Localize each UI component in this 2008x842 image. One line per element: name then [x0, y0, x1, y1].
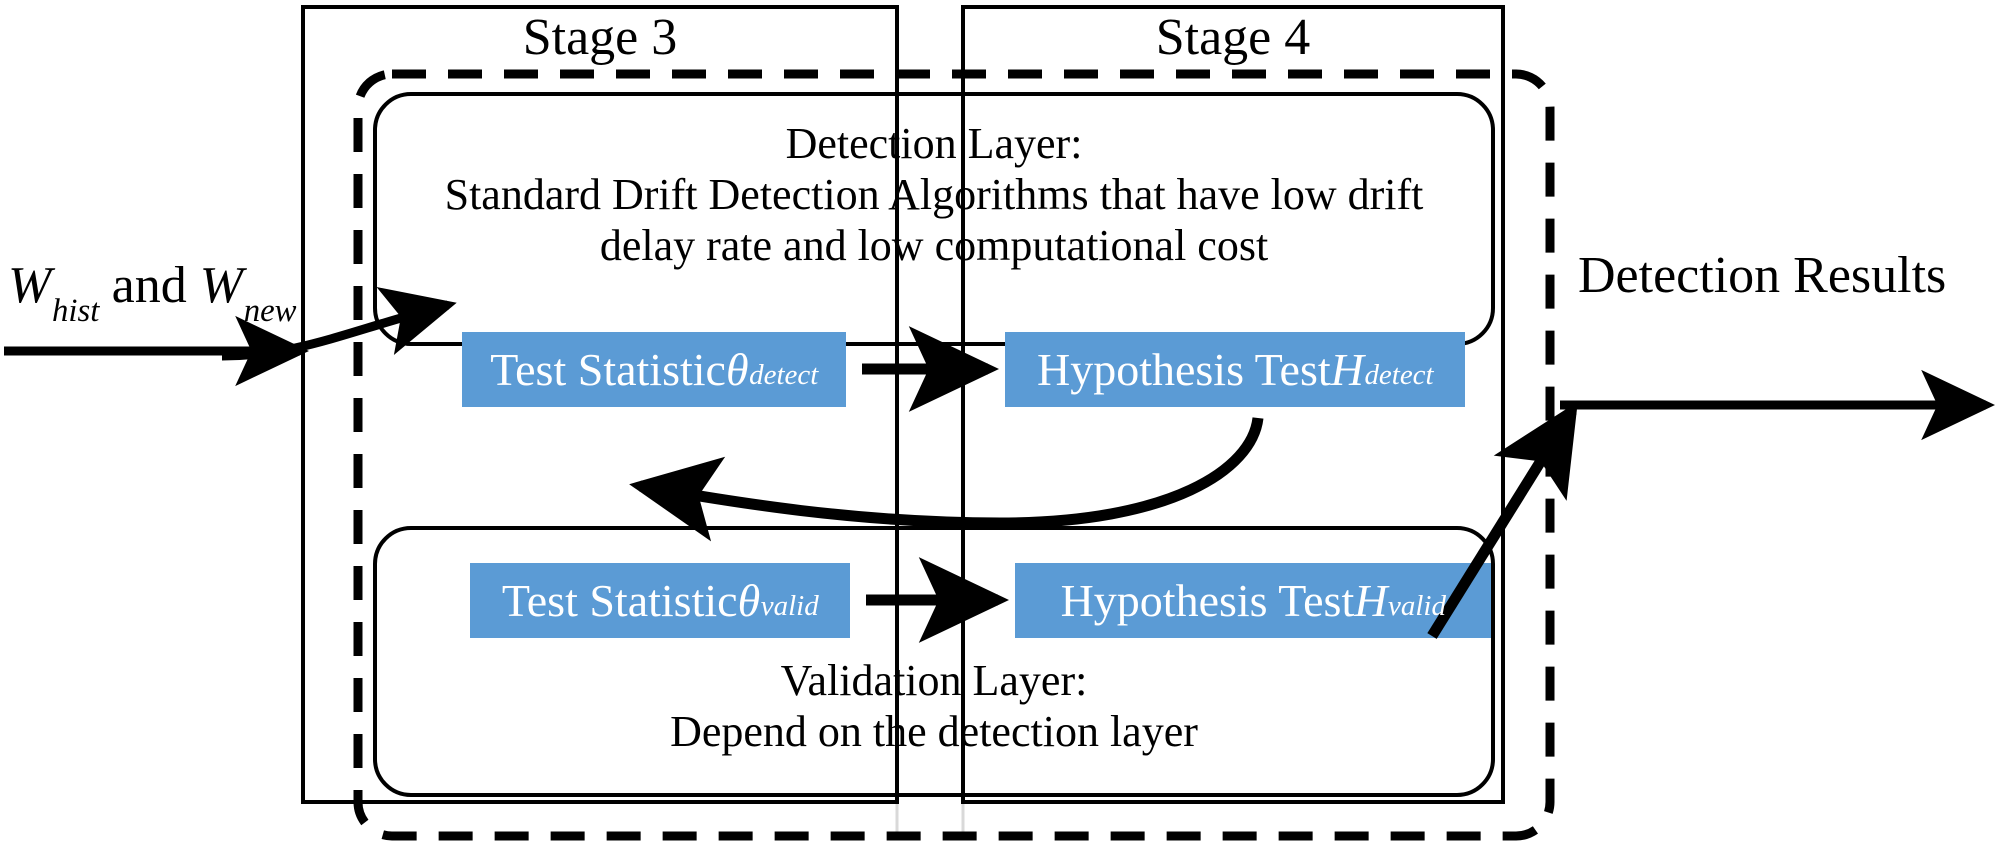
stage3-title-label: Stage 3 [522, 9, 678, 66]
node-test-statistic-valid-symbol: θ [737, 575, 761, 626]
stage3-title: Stage 3 [303, 8, 897, 67]
detection-layer-text: Detection Layer: Standard Drift Detectio… [375, 118, 1493, 271]
validation-layer-description-line-1: Depend on the detection layer [670, 707, 1198, 756]
input-window-hist-symbol: W [8, 257, 52, 314]
node-test-statistic-valid-text: Test Statistic [501, 575, 738, 626]
input-windows-label: Whist and Wnew [8, 257, 296, 328]
detection-layer-heading: Detection Layer: [785, 119, 1083, 168]
node-test-statistic-valid-subscript: valid [760, 590, 819, 623]
input-window-hist-subscript: hist [51, 292, 100, 329]
detection-layer-description-line-2: delay rate and low computational cost [599, 221, 1269, 270]
connector-feedback-arrow [629, 417, 1264, 542]
input-window-new-subscript: new [243, 292, 297, 329]
node-hypothesis-test-valid-text: Hypothesis Test [1060, 575, 1355, 626]
stage4-title: Stage 4 [963, 8, 1503, 67]
connector-output-arrow [1427, 369, 1996, 639]
validation-layer-text: Validation Layer: Depend on the detectio… [375, 655, 1493, 757]
validation-layer-heading: Validation Layer: [780, 656, 1088, 705]
node-hypothesis-test-detect-text: Hypothesis Test [1036, 344, 1331, 395]
node-test-statistic-detect-symbol: θ [725, 344, 749, 395]
node-hypothesis-test-detect-shape [1005, 332, 1465, 407]
connector-input-arrow [4, 287, 457, 387]
detection-layer-description-line-1: Standard Drift Detection Algorithms that… [444, 170, 1424, 219]
node-test-statistic-valid-shape [470, 563, 850, 638]
node-test-statistic-detect-subscript: detect [749, 359, 819, 392]
detection-results-label: Detection Results [1578, 247, 1947, 304]
node-test-statistic-detect-shape [462, 332, 846, 407]
input-window-new-symbol: W [199, 257, 244, 314]
node-hypothesis-test-detect-symbol: H [1330, 344, 1364, 395]
node-test-statistic-detect-text: Test Statistic [490, 344, 726, 395]
node-hypothesis-test-detect-subscript: detect [1364, 359, 1434, 392]
validation-layer-box [373, 526, 1495, 797]
input-conjunction: and [98, 257, 200, 314]
node-hypothesis-test-valid-symbol: H [1354, 575, 1388, 626]
node-hypothesis-test-valid-shape [1015, 563, 1491, 638]
stage4-title-label: Stage 4 [1155, 9, 1311, 66]
stage3-box [301, 5, 899, 804]
node-hypothesis-test-valid-subscript: valid [1388, 590, 1446, 623]
